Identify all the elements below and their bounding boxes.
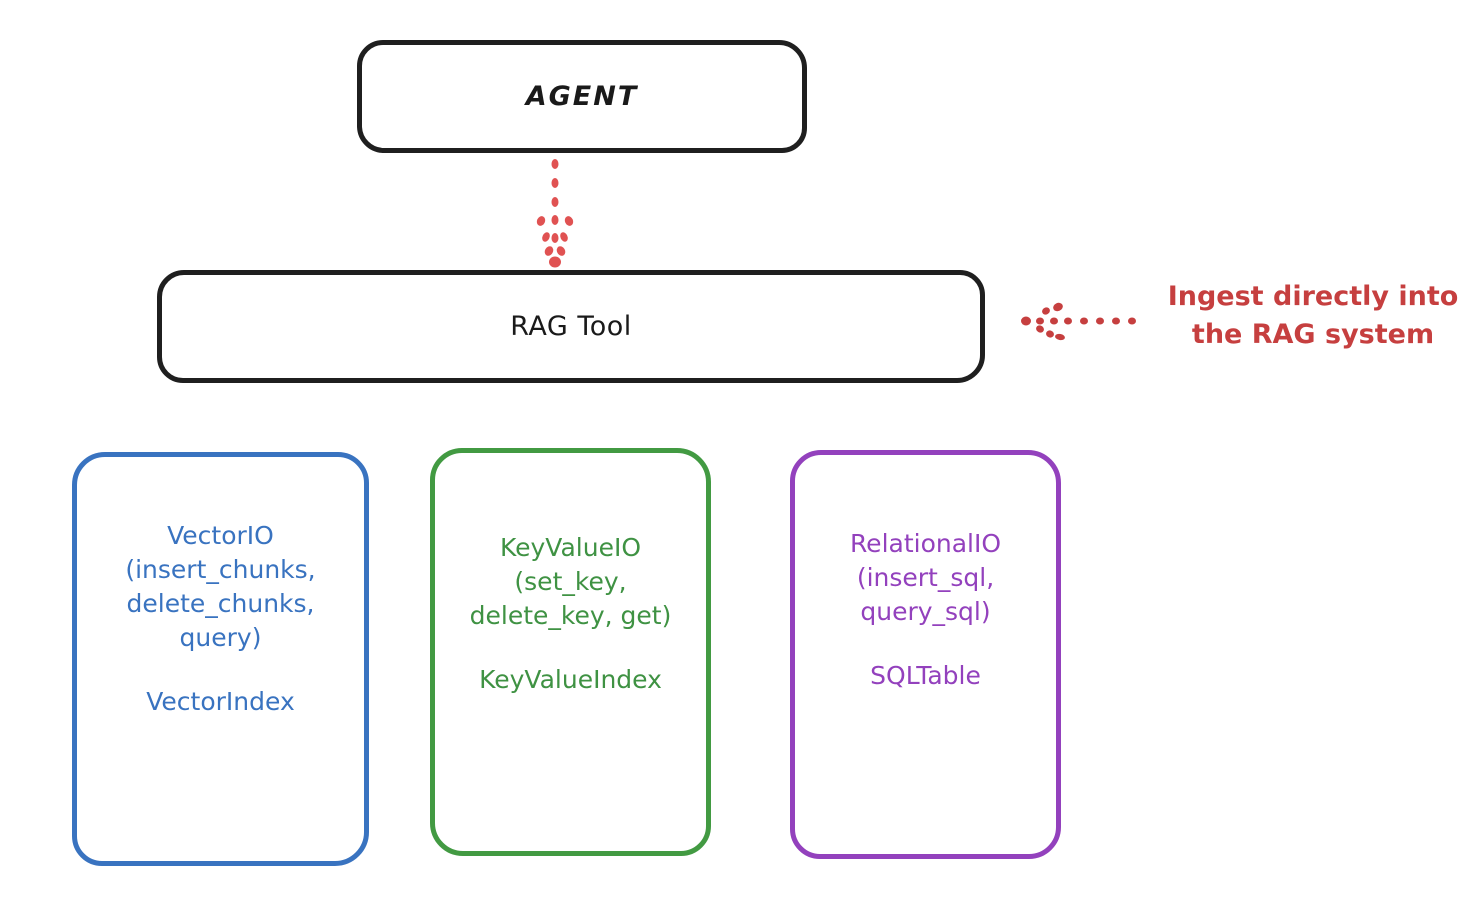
vector-io-api-line-2: (insert_chunks, (125, 555, 316, 584)
node-rag-tool[interactable]: RAG Tool (157, 270, 985, 383)
node-key-value-io-text: KeyValueIO (set_key, delete_key, get) Ke… (435, 531, 706, 697)
vector-io-spacer (77, 655, 364, 685)
annotation-line-2: the RAG system (1191, 319, 1435, 350)
node-vector-io[interactable]: VectorIO (insert_chunks, delete_chunks, … (72, 452, 369, 866)
relational-io-index-label: SQLTable (870, 661, 981, 690)
vector-io-api-line-1: VectorIO (167, 521, 274, 550)
node-relational-io[interactable]: RelationalIO (insert_sql, query_sql) SQL… (790, 450, 1061, 859)
arrow-agent-to-rag-tool (536, 159, 574, 268)
node-vector-io-text: VectorIO (insert_chunks, delete_chunks, … (77, 519, 364, 719)
vector-io-index-label: VectorIndex (146, 687, 295, 716)
arrow-ingest-note-to-rag-tool (1021, 302, 1136, 341)
key-value-io-index-label: KeyValueIndex (479, 665, 662, 694)
key-value-io-api-line-2: (set_key, (514, 567, 627, 596)
node-key-value-io[interactable]: KeyValueIO (set_key, delete_key, get) Ke… (430, 448, 711, 856)
vector-io-api-line-3: delete_chunks, (126, 589, 315, 618)
relational-io-api-line-1: RelationalIO (849, 529, 1002, 558)
node-agent-label: AGENT (525, 81, 639, 112)
node-agent[interactable]: AGENT (357, 40, 807, 153)
key-value-io-api-line-1: KeyValueIO (499, 533, 642, 562)
vector-io-api-line-4: query) (179, 623, 262, 652)
node-rag-tool-label: RAG Tool (510, 311, 632, 342)
node-relational-io-text: RelationalIO (insert_sql, query_sql) SQL… (795, 527, 1056, 693)
annotation-ingest-note: Ingest directly into the RAG system (1148, 278, 1478, 354)
relational-io-spacer (795, 629, 1056, 659)
key-value-io-spacer (435, 633, 706, 663)
annotation-line-1: Ingest directly into (1167, 281, 1459, 312)
key-value-io-api-line-3: delete_key, get) (469, 601, 672, 630)
relational-io-api-line-3: query_sql) (860, 597, 991, 626)
relational-io-api-line-2: (insert_sql, (856, 563, 995, 592)
